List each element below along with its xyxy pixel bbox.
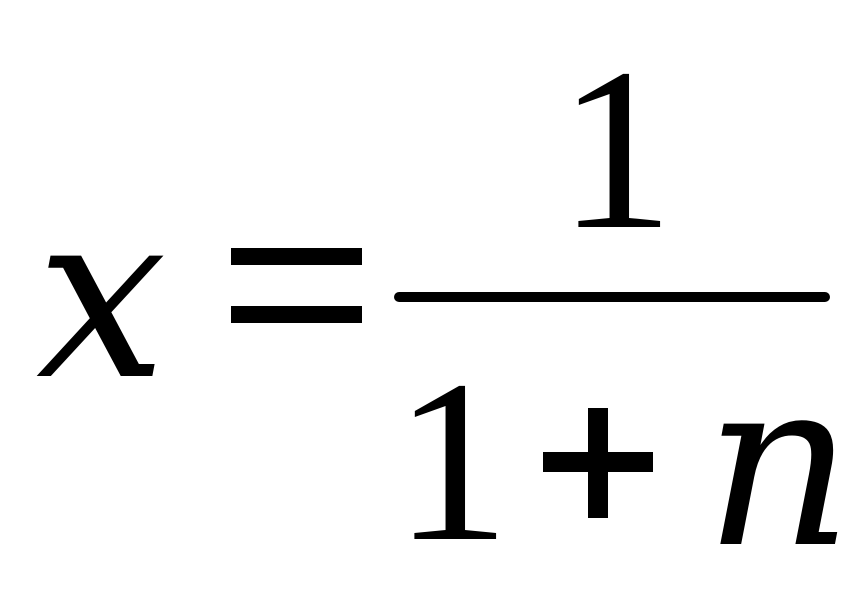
equation-canvas: x 1 1 n [36, 21, 854, 599]
plus-sign-vertical-stroke [588, 408, 608, 518]
lhs-variable: x [36, 161, 167, 431]
equals-sign-bottom-bar [231, 306, 362, 323]
denominator-constant: 1 [394, 333, 510, 590]
denominator-variable: n [704, 329, 854, 599]
equals-sign-top-bar [231, 248, 362, 265]
fraction-bar [394, 292, 830, 302]
fraction-numerator: 1 [558, 21, 674, 278]
